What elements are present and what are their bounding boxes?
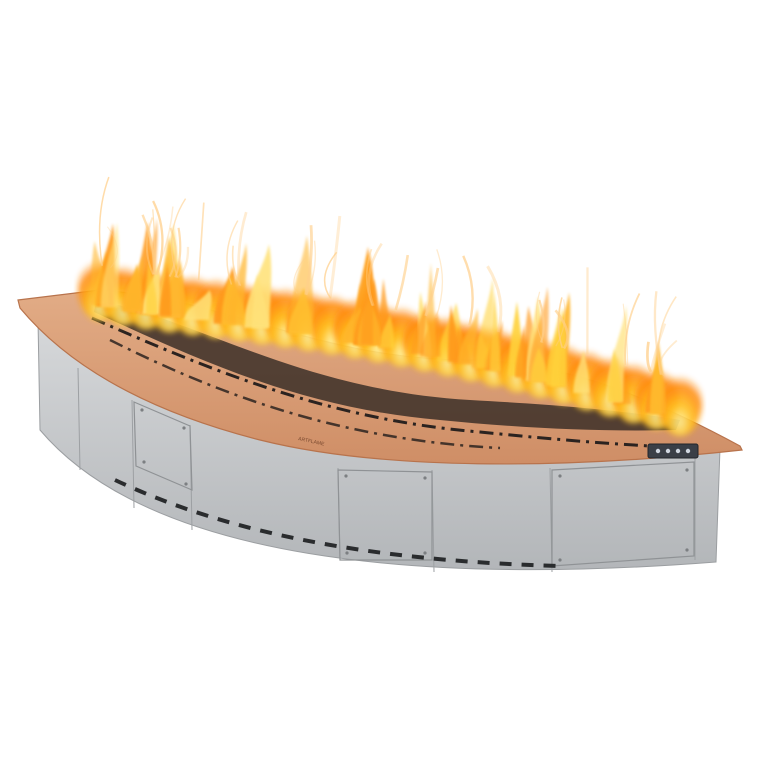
flame-wisp [168,227,177,278]
flame-glow [658,368,702,436]
flame-wisp [293,256,307,294]
control-panel-icon[interactable] [647,443,699,459]
flame-tongue [184,289,212,321]
flame-wisp [658,339,678,377]
flame-wisp [622,303,629,366]
flame-tongue [123,263,143,312]
flame-tongue [379,314,395,349]
flame-tongue [252,273,269,329]
flame-tongue [146,259,158,315]
flame-tongue [159,263,172,317]
flame-wisp [231,245,242,287]
flame-wisp [554,309,569,350]
flame-tongue [448,304,460,362]
flame-tongue [425,262,436,357]
plate-dash-line-outer [109,338,501,450]
flame-tongue [607,347,623,403]
flame-tongue [410,300,427,355]
flame-wisp [323,251,338,300]
flame-wisp [141,214,156,275]
flame-wisp [145,217,154,275]
flame-wisp [365,248,373,306]
flame-tongue [515,324,526,378]
brand-mark: ARTFLAME [298,436,326,448]
flame-tongue [475,277,494,369]
flame-wisp [367,242,383,307]
flame-wisp [237,211,248,286]
flame-wisp [176,246,190,279]
flame-tongue [530,347,548,382]
flame-tongue [288,235,314,335]
flame-wisp [106,226,118,269]
flame-wisp [394,254,410,311]
flame-wisp [435,249,444,319]
flame-tongue [100,222,120,308]
flame-wisp [535,291,544,344]
flame-tongue [528,286,549,382]
flame-wisp [152,200,164,276]
flame-wisp [624,293,641,365]
flame-wisp [538,299,545,343]
flame-wisp [226,220,239,285]
flame-trough [94,300,680,431]
flame-wisp [328,215,342,299]
flame-tongue [227,243,247,325]
flame-wisp [306,240,317,296]
flame-wisp [486,265,503,333]
flame-wisp [197,202,205,281]
flame-effect [78,176,702,436]
flame-wisp [98,176,110,266]
flame-wisp [649,323,667,373]
flame-wisp [152,209,156,275]
access-panels [133,401,695,567]
flame-tongue [457,308,479,365]
flame-tongue [573,350,590,394]
flame-wisp [304,225,313,295]
flame-tongue [490,291,501,372]
flame-wisp [653,291,663,376]
flame-wisp [557,297,564,349]
flame-wisp [424,267,440,317]
panel-screws [140,408,689,562]
flame-tongue [545,306,562,386]
flame-wisp [170,198,187,278]
flame-tongue [649,341,666,414]
flame-wisp [657,296,677,375]
vent-slots [114,478,561,568]
flame-wisp [646,341,653,373]
flame-tongue [361,254,374,345]
flame-wisp [462,255,474,326]
